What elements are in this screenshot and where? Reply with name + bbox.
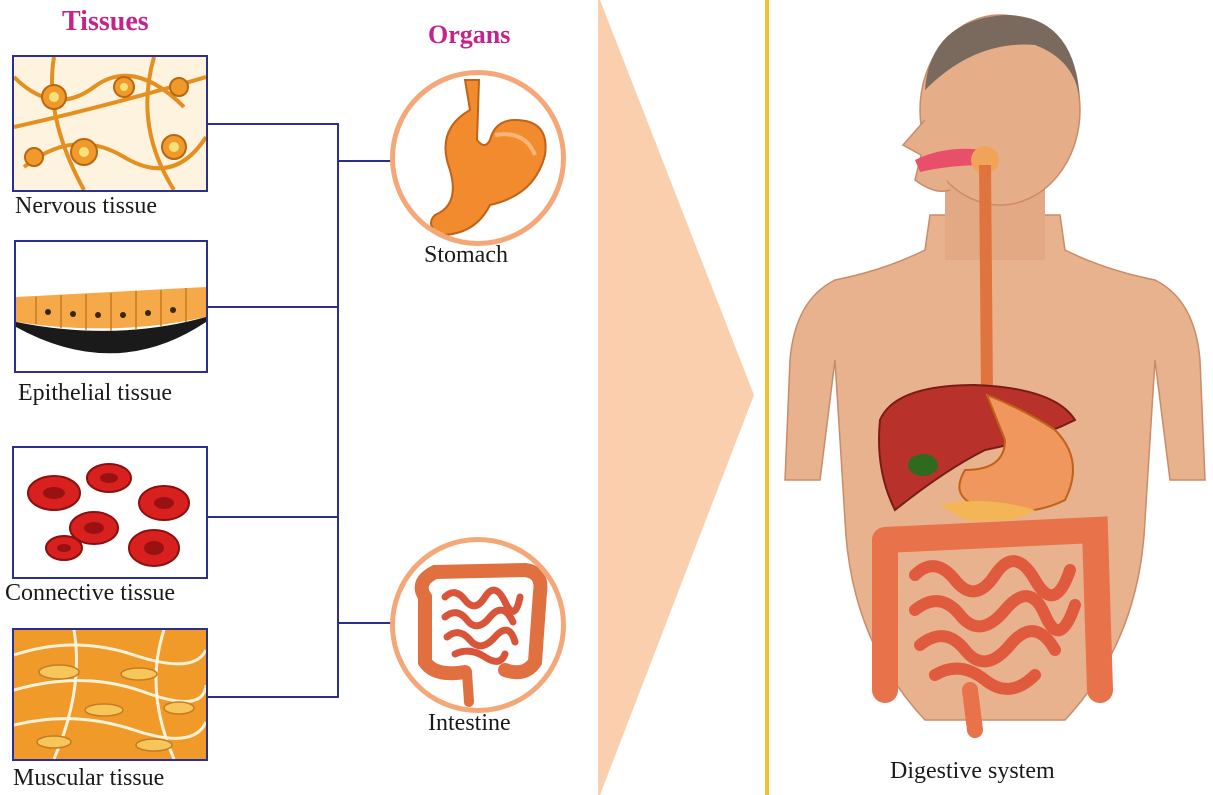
- connector-trunk: [337, 123, 339, 698]
- muscular-tissue-image: [12, 628, 208, 761]
- nervous-tissue-image: [12, 55, 208, 192]
- section-divider: [765, 0, 769, 795]
- connective-tissue-image: [12, 446, 208, 579]
- stomach-image: [390, 70, 566, 246]
- epithelial-tissue-label: Epithelial tissue: [18, 380, 172, 407]
- connector-to-intestine: [337, 622, 397, 624]
- connective-tissue-label: Connective tissue: [5, 580, 175, 607]
- nervous-tissue-label: Nervous tissue: [15, 193, 157, 220]
- connector-to-stomach: [337, 160, 397, 162]
- connector-muscular: [208, 696, 338, 698]
- connector-epithelial: [208, 306, 338, 308]
- stomach-label: Stomach: [424, 242, 508, 269]
- intestine-label: Intestine: [428, 710, 511, 737]
- tissues-heading: Tissues: [62, 6, 149, 38]
- organs-heading: Organs: [428, 20, 510, 50]
- connector-nervous: [208, 123, 338, 125]
- digestive-system-image: [775, 0, 1213, 760]
- epithelial-tissue-image: [14, 240, 208, 373]
- progression-arrow: [598, 0, 758, 795]
- connector-connective: [208, 516, 338, 518]
- muscular-tissue-label: Muscular tissue: [13, 765, 164, 792]
- digestive-system-label: Digestive system: [890, 758, 1055, 785]
- intestine-image: [390, 537, 566, 713]
